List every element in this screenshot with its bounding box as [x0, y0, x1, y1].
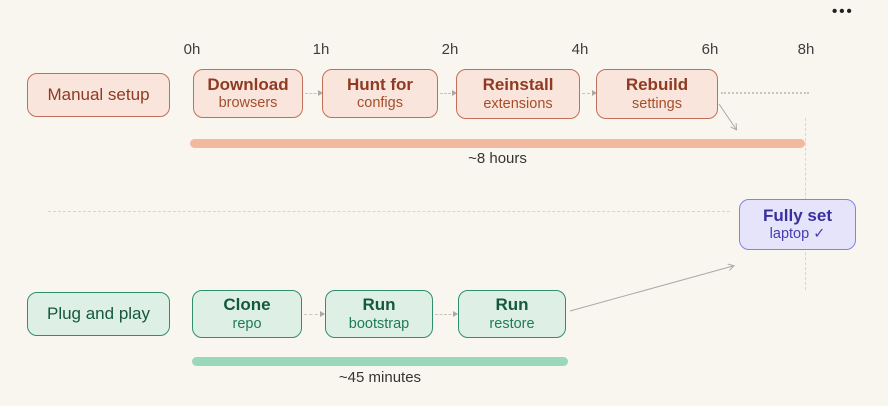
manual-step-reinstall-extensions: Reinstall extensions — [456, 69, 580, 119]
divider-dashed-line — [48, 211, 730, 212]
fast-step-clone-repo: Clone repo — [192, 290, 302, 338]
plug-and-play-label: Plug and play — [27, 292, 170, 336]
axis-tick-8h: 8h — [797, 41, 815, 58]
manual-duration-bar — [190, 139, 805, 148]
step-subtitle: extensions — [483, 95, 553, 112]
step-title: Clone — [223, 295, 271, 315]
step-subtitle: repo — [232, 315, 262, 332]
step-title: Run — [362, 295, 396, 315]
result-box-fully-set: Fully set laptop ✓ — [739, 199, 856, 250]
axis-tick-4h: 4h — [571, 41, 589, 58]
trailing-dotted-line — [721, 92, 809, 94]
manual-setup-label: Manual setup — [27, 73, 170, 117]
manual-duration-label: ~8 hours — [468, 150, 527, 167]
connector-arrow — [440, 90, 457, 96]
result-subtitle: laptop ✓ — [769, 226, 826, 242]
manual-step-rebuild-settings: Rebuild settings — [596, 69, 718, 119]
axis-tick-0h: 0h — [183, 41, 201, 58]
arrow-rebuild-to-bar — [718, 103, 736, 129]
step-subtitle: bootstrap — [348, 315, 410, 332]
connector-arrow — [304, 311, 325, 317]
step-subtitle: restore — [489, 315, 535, 332]
axis-tick-6h: 6h — [701, 41, 719, 58]
step-subtitle: configs — [357, 95, 403, 111]
axis-tick-2h: 2h — [441, 41, 459, 58]
connector-arrow — [582, 90, 597, 96]
step-subtitle: settings — [632, 95, 682, 112]
overflow-menu-icon[interactable]: ••• — [832, 3, 854, 20]
connector-arrow — [305, 90, 323, 96]
fast-step-run-bootstrap: Run bootstrap — [325, 290, 433, 338]
result-title: Fully set — [763, 205, 832, 225]
arrow-restore-to-result — [569, 266, 733, 312]
connector-arrow — [435, 311, 458, 317]
manual-step-download-browsers: Download browsers — [193, 69, 303, 118]
step-title: Run — [495, 295, 529, 315]
step-title: Reinstall — [482, 75, 554, 95]
fast-duration-label: ~45 minutes — [338, 369, 422, 386]
step-title: Hunt for — [346, 74, 414, 94]
step-subtitle: browsers — [218, 95, 278, 111]
axis-tick-1h: 1h — [312, 41, 330, 58]
fast-step-run-restore: Run restore — [458, 290, 566, 338]
manual-step-hunt-configs: Hunt for configs — [322, 69, 438, 118]
step-title: Rebuild — [625, 75, 689, 95]
step-title: Download — [207, 74, 289, 94]
fast-duration-bar — [192, 357, 568, 366]
